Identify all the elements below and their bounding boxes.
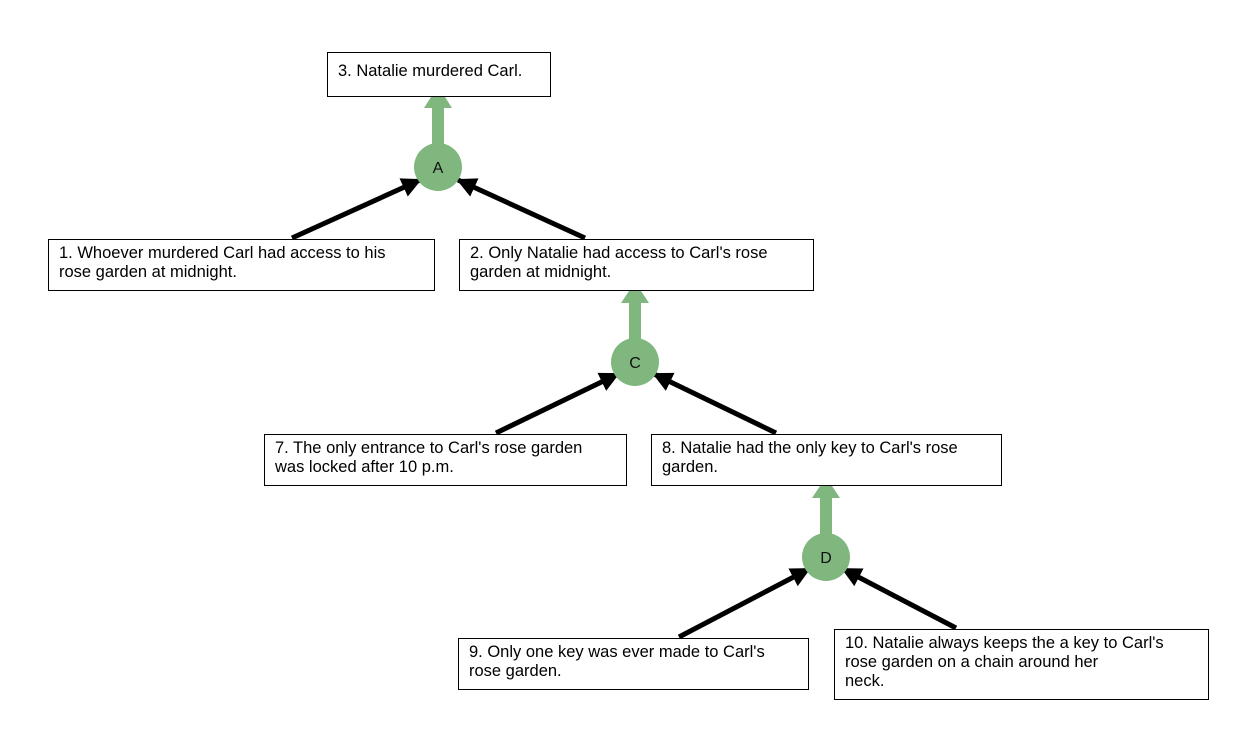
claim-box-10: 10. Natalie always keeps the a key to Ca… — [834, 629, 1209, 700]
premise-arrow-10-to-D — [841, 566, 958, 631]
premise-arrow-9-to-D — [677, 566, 811, 640]
conclusion-arrow-C — [621, 282, 649, 341]
claim-box-7: 7. The only entrance to Carl's rose gard… — [264, 434, 627, 486]
premise-arrow-1-to-A — [290, 177, 422, 241]
node-A-label: A — [433, 160, 444, 177]
conclusion-arrow-A — [424, 86, 452, 146]
premise-arrow-2-to-A — [456, 177, 587, 241]
premise-arrow-8-to-C — [652, 371, 778, 436]
node-D: D — [802, 533, 850, 581]
node-D-label: D — [820, 550, 832, 567]
conclusion-arrow-D — [812, 477, 840, 536]
node-A: A — [414, 143, 462, 191]
claim-box-1: 1. Whoever murdered Carl had access to h… — [48, 239, 435, 291]
premise-arrow-7-to-C — [494, 371, 620, 436]
node-C-label: C — [629, 355, 641, 372]
claim-box-9: 9. Only one key was ever made to Carl's … — [458, 638, 809, 690]
claim-box-8: 8. Natalie had the only key to Carl's ro… — [651, 434, 1002, 486]
claim-box-2: 2. Only Natalie had access to Carl's ros… — [459, 239, 814, 291]
claim-box-3: 3. Natalie murdered Carl. — [327, 52, 551, 97]
node-C: C — [611, 338, 659, 386]
